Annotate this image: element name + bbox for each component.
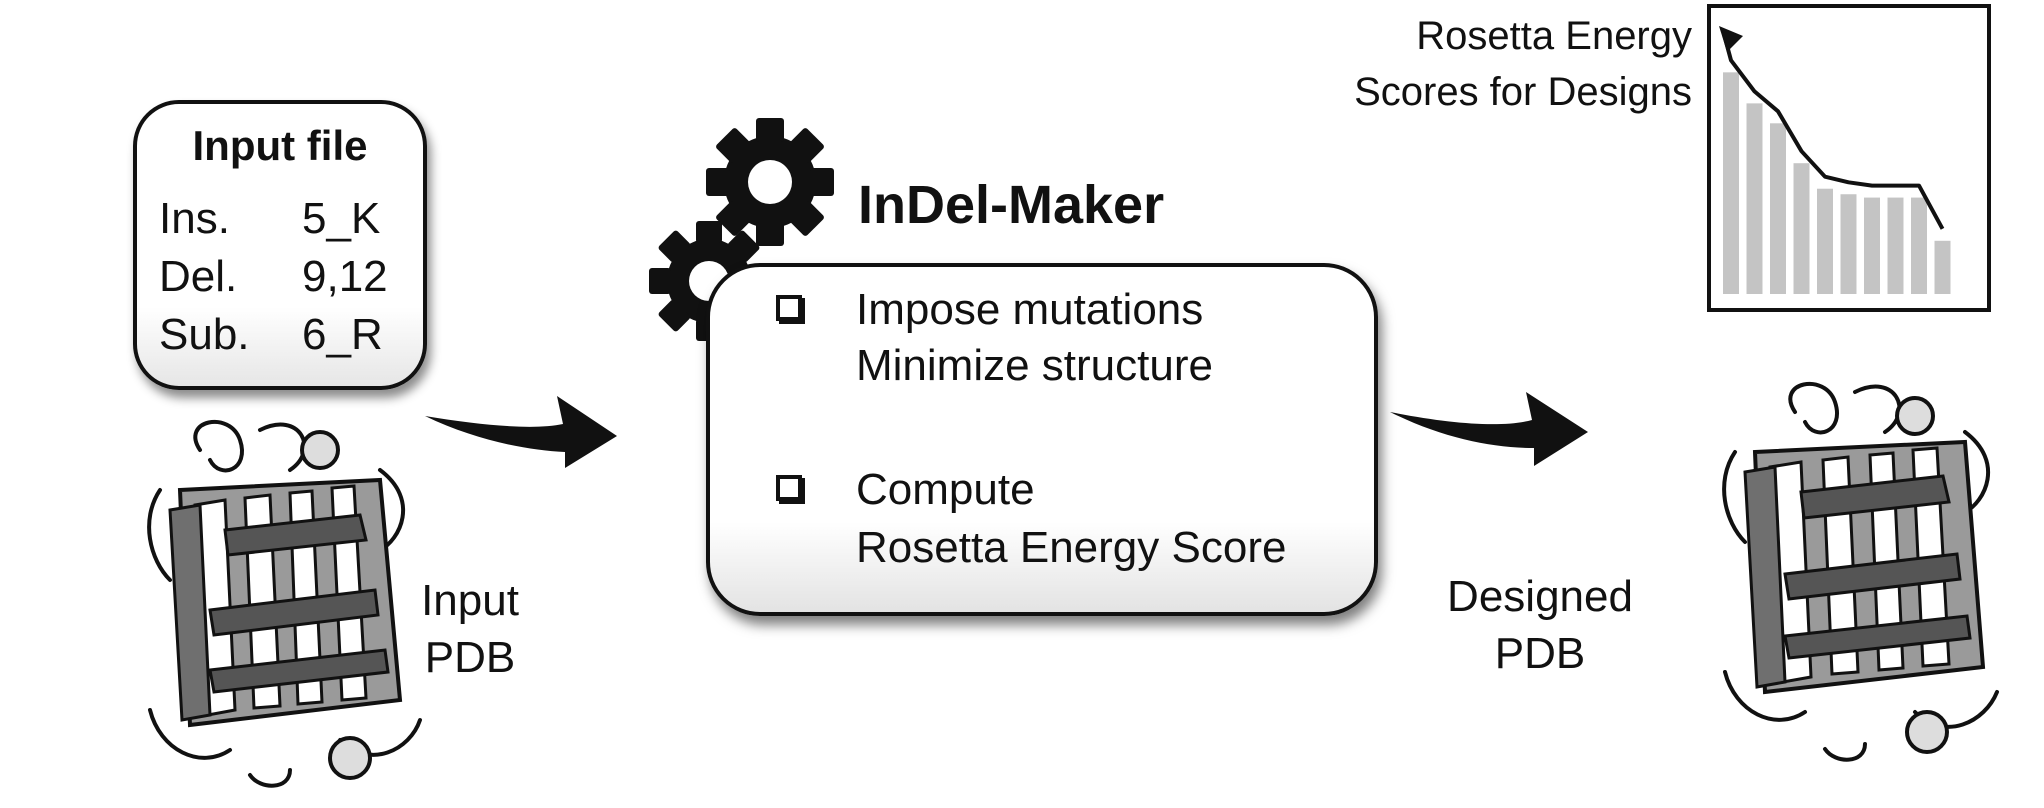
scores-chart-label-line1: Rosetta Energy <box>1416 14 1692 58</box>
gear-large-icon <box>706 118 834 246</box>
designed-pdb-line1: Designed <box>1447 572 1633 621</box>
ins-value: 5_K <box>302 194 381 243</box>
del-label: Del. <box>159 252 238 301</box>
sub-label: Sub. <box>159 310 250 359</box>
scores-chart <box>1707 4 1991 312</box>
designed-protein-structure-icon <box>1722 382 1999 762</box>
score-bar-2 <box>1746 103 1763 294</box>
score-bar-3 <box>1770 123 1786 294</box>
scores-trend-line <box>1723 37 1945 230</box>
designed-pdb-label: Designed PDB <box>1420 568 1660 682</box>
tool-title: InDel-Maker <box>858 175 1165 235</box>
trend-arrowhead-icon <box>1719 26 1743 52</box>
input-file-box: Input file Ins. 5_K Del. 9,12 Sub. 6_R <box>133 100 427 390</box>
del-value: 9,12 <box>302 252 388 301</box>
process-box: Impose mutations Minimize structure Comp… <box>706 263 1378 616</box>
scores-chart-label: Rosetta Energy Scores for Designs <box>1290 8 1692 120</box>
step1-checkbox-icon <box>776 295 802 321</box>
score-bar-1 <box>1723 72 1739 294</box>
step2-line1: Compute <box>856 465 1035 514</box>
scores-chart-plot <box>1719 26 1951 294</box>
arrow-right-icon <box>1390 392 1588 466</box>
score-bar-6 <box>1840 194 1857 294</box>
scores-chart-label-line2: Scores for Designs <box>1354 70 1692 114</box>
score-bar-5 <box>1817 188 1833 294</box>
score-bar-10 <box>1934 240 1951 294</box>
score-bar-8 <box>1887 197 1904 294</box>
arrow-right-icon <box>425 396 617 468</box>
step2-checkbox-icon <box>776 475 802 501</box>
score-bar-7 <box>1864 197 1880 294</box>
input-pdb-label: Input PDB <box>400 572 540 686</box>
score-bar-4 <box>1793 163 1810 294</box>
step1-line1: Impose mutations <box>856 285 1204 334</box>
designed-pdb-line2: PDB <box>1494 629 1586 678</box>
input-pdb-line2: PDB <box>424 633 516 682</box>
score-bar-9 <box>1911 197 1927 294</box>
step2-line2: Rosetta Energy Score <box>856 523 1287 572</box>
sub-value: 6_R <box>302 310 383 359</box>
step1-line2: Minimize structure <box>856 341 1213 390</box>
input-protein-structure-icon <box>147 420 422 788</box>
input-pdb-line1: Input <box>421 576 519 625</box>
input-file-title: Input file <box>192 122 368 169</box>
ins-label: Ins. <box>159 194 230 243</box>
